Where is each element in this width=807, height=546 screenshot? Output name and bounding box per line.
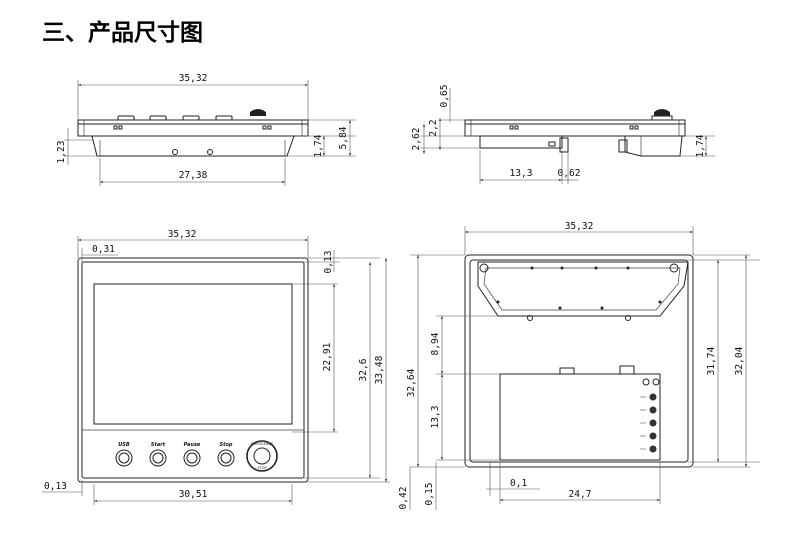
dim-rear-b2: 0,15 (424, 483, 435, 506)
rear-panel (464, 254, 694, 468)
dim-front-bottom: 30,51 (179, 489, 208, 500)
dim-rear-p2: 13,3 (430, 406, 441, 429)
front-view: USB Start Pause Stop EMERGENCY STOP 35,3… (42, 229, 390, 505)
dim-rear-width: 35,32 (565, 221, 594, 232)
estop-bottom-text: STOP (257, 466, 266, 470)
dim-side-top: 0,65 (439, 85, 450, 108)
dim-rear-p1: 8,94 (430, 332, 441, 355)
top-view: 35,32 27,38 1,23 1,74 5,84 (56, 73, 356, 186)
top-view-panel (77, 119, 309, 137)
dim-side-body: 13,3 (510, 168, 533, 179)
dim-front-h2: 33,48 (374, 355, 385, 384)
button-label-pause: Pause (184, 442, 201, 448)
button-label-start: Start (151, 442, 166, 448)
rear-bracket (477, 261, 689, 317)
dim-top-right-small: 1,74 (313, 134, 324, 157)
estop-knob-side (654, 109, 670, 116)
dim-top-width: 35,32 (179, 73, 208, 84)
estop-knob-top (250, 109, 266, 116)
dim-side-gap: 0,62 (558, 168, 581, 179)
side-view-panel (464, 119, 686, 137)
side-view: 0,65 2,2 2,62 13,3 0,62 1,74 (411, 85, 715, 184)
dim-side-b: 2,62 (411, 128, 422, 151)
front-button-pause[interactable]: Pause (183, 442, 201, 467)
dim-rear-x1: 0,1 (510, 478, 527, 489)
dim-top-inner: 27,38 (179, 170, 208, 181)
button-label-usb: USB (118, 442, 130, 448)
dim-top-left: 1,23 (56, 141, 67, 164)
dim-top-right-total: 5,84 (338, 126, 349, 149)
dim-front-h1: 32,6 (358, 358, 369, 381)
dim-rear-box-height: 32,64 (406, 368, 417, 397)
dim-rear-x2: 24,7 (569, 489, 592, 500)
front-button-start[interactable]: Start (149, 442, 167, 467)
estop-outer-text: EMERGENCY (251, 442, 274, 446)
dim-front-width: 35,32 (168, 229, 197, 240)
rear-view: 35,32 31,74 32,04 32,64 8,94 13,3 0,42 0… (398, 221, 760, 510)
front-bezel (77, 257, 309, 483)
rear-box (499, 373, 661, 461)
dim-front-top: 0,13 (323, 251, 334, 274)
front-screen (93, 283, 293, 425)
page-title: 三、产品尺寸图 (42, 19, 203, 46)
dim-rear-b1: 0,42 (398, 487, 409, 510)
dim-side-right: 1,74 (695, 134, 706, 157)
front-emergency-stop[interactable]: EMERGENCY STOP (246, 440, 278, 472)
dim-front-bezel: 0,31 (92, 244, 115, 255)
dim-front-left: 0,13 (44, 481, 67, 492)
dim-side-a: 2,2 (428, 119, 439, 136)
front-button-stop[interactable]: Stop (217, 442, 235, 467)
dim-front-screen-height: 22,91 (322, 342, 333, 371)
dim-rear-v1: 31,74 (706, 346, 717, 375)
button-label-stop: Stop (219, 442, 232, 448)
dim-rear-v2: 32,04 (734, 346, 745, 375)
front-button-usb[interactable]: USB (115, 442, 133, 467)
